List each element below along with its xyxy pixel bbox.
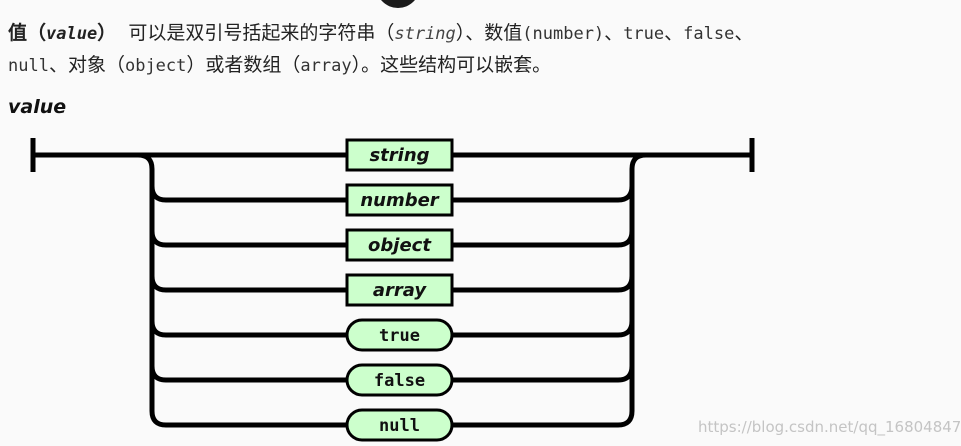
diagram-node-array: array [345,273,454,307]
text-segment: 、 [734,22,754,44]
text-segment: ）或者数组（ [186,54,301,76]
term-value-code: value [46,24,98,44]
paren-close: ） [97,22,117,44]
diagram-node-number: number [345,183,454,217]
diagram-node-object: object [345,228,454,262]
diagram-title: value [8,96,67,118]
left-branch-rail [137,152,155,411]
term-null: null [8,56,49,76]
text-segment: 、对象（ [48,54,125,76]
decorative-top-knob [376,0,420,8]
node-box [345,138,454,172]
term-string: string [394,24,456,44]
term-false: false [683,24,735,44]
node-label: object [368,235,432,256]
term-number: (number) [522,24,605,44]
term-array: array [300,56,352,76]
term-value-cn: 值 [8,22,28,44]
description-paragraph: 值（value） 可以是双引号括起来的字符串（string）、数值(number… [8,18,944,82]
text-segment: 、 [664,22,684,44]
term-object: object [124,56,187,76]
paren-open: （ [27,22,47,44]
diagram-node-null: null [345,408,454,442]
text-segment: 、 [604,22,624,44]
node-label: number [360,190,439,211]
right-branch-rail [629,152,647,411]
watermark: https://blog.csdn.net/qq_16804847 [698,418,961,436]
node-pill [345,408,454,442]
diagram-node-true: true [345,318,454,352]
node-label: null [379,416,420,436]
text-segment: ）。这些结构可以嵌套。 [351,54,552,76]
node-box [345,273,454,307]
text-segment: 可以是双引号括起来的字符串（ [128,22,395,44]
diagram-node-string: string [345,138,454,172]
node-label: true [379,326,420,346]
term-true: true [623,24,665,44]
node-box [345,183,454,217]
node-label: string [369,145,429,166]
text-segment: ）、数值 [455,22,523,44]
node-label: array [373,280,427,301]
node-label: false [374,371,425,391]
node-box [345,228,454,262]
diagram-node-false: false [345,363,454,397]
node-pill [345,363,454,397]
node-pill [345,318,454,352]
